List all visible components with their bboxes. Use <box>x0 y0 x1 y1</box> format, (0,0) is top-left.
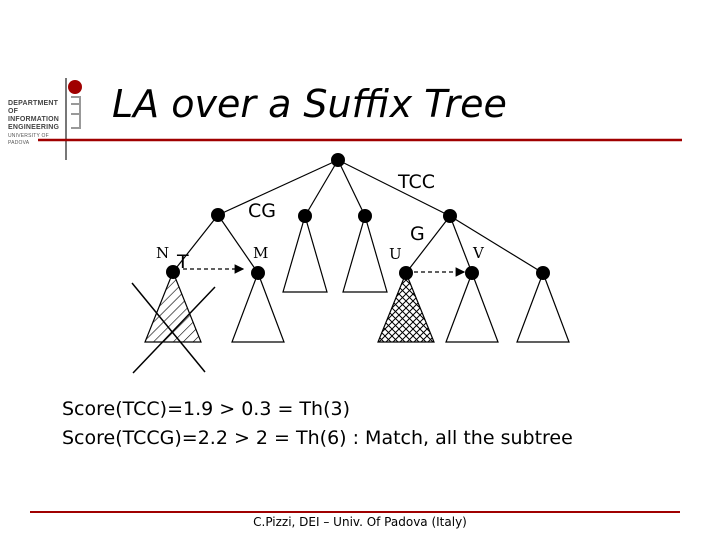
node-m <box>251 266 265 280</box>
subtree-right <box>516 271 570 343</box>
tree-edges <box>172 159 544 274</box>
logo-mark-icon <box>71 96 81 129</box>
logo-line-2: INFORMATION <box>8 116 60 123</box>
node-label-v: V <box>472 244 485 262</box>
node-right <box>536 266 550 280</box>
node-cg <box>211 208 225 222</box>
slide-title: LA over a Suffix Tree <box>112 82 507 126</box>
edge-label-tcc: TCC <box>397 171 435 193</box>
department-logo: DEPARTMENT OF INFORMATION ENGINEERING UN… <box>8 100 70 147</box>
prune-cross-a <box>131 282 206 373</box>
subtree-leaf2 <box>342 213 388 293</box>
subtree-n-hatched <box>144 270 202 343</box>
edge-cg-m <box>217 214 259 274</box>
node-tcc <box>443 209 457 223</box>
edge-cg-n <box>172 214 219 273</box>
tree-nodes <box>166 153 550 280</box>
node-u <box>399 266 413 280</box>
node-v <box>465 266 479 280</box>
edge-tcc-v <box>449 215 473 274</box>
logo-line-3: ENGINEERING <box>8 124 60 131</box>
node-root <box>331 153 345 167</box>
edge-label-cg: CG <box>248 200 276 222</box>
node-n <box>166 265 180 279</box>
edge-root-leaf2 <box>337 159 366 217</box>
subtree-leaf1 <box>282 213 328 293</box>
edge-label-t: T <box>176 251 189 273</box>
subtree-u-crosshatched <box>377 271 435 343</box>
edge-tcc-leaf <box>449 215 544 274</box>
accent-dot <box>68 80 82 94</box>
edge-root-leaf1 <box>304 159 339 217</box>
subtree-m <box>231 271 285 343</box>
edge-label-g: G <box>410 223 425 245</box>
node-label-u: U <box>389 245 402 263</box>
node-label-n: N <box>156 244 169 262</box>
edge-root-cg <box>217 159 339 216</box>
subtree-v <box>445 271 499 343</box>
node-leaf2 <box>358 209 372 223</box>
slide-footer: C.Pizzi, DEI – Univ. Of Padova (Italy) <box>253 515 467 529</box>
score-line-tccg: Score(TCCG)=2.2 > 2 = Th(6) : Match, all… <box>62 427 573 449</box>
node-leaf1 <box>298 209 312 223</box>
logo-line-1: DEPARTMENT OF <box>8 100 59 115</box>
edge-root-tcc <box>337 159 451 217</box>
prune-cross-b <box>132 286 216 374</box>
node-label-m: M <box>253 244 268 262</box>
score-line-tcc: Score(TCC)=1.9 > 0.3 = Th(3) <box>62 398 350 420</box>
edge-tcc-u <box>405 215 451 274</box>
logo-university: UNIVERSITY OF PADOVA <box>8 133 49 146</box>
